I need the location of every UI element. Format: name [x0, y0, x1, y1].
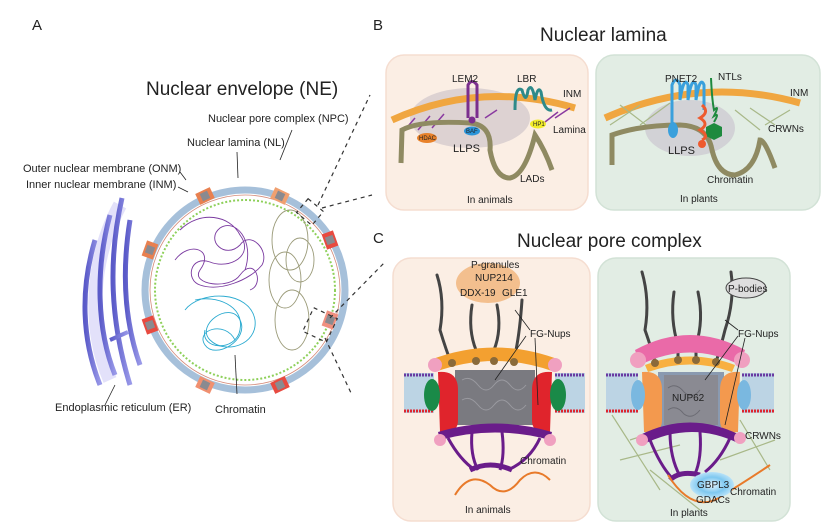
panel-a-letter: A: [32, 17, 42, 34]
label-pnet2: PNET2: [665, 74, 698, 85]
label-inm-b-plants: INM: [790, 88, 808, 99]
label-llps-b-plants: LLPS: [668, 145, 695, 157]
label-npc: Nuclear pore complex (NPC): [208, 113, 349, 125]
label-ddx19: DDX-19: [460, 288, 496, 299]
caption-c-animals: In animals: [465, 505, 511, 516]
chromatin-territory-olive: [268, 209, 315, 351]
label-chromatin-c-plants: Chromatin: [730, 487, 776, 498]
panel-b-letter: B: [373, 17, 383, 34]
label-lem2: LEM2: [452, 74, 479, 85]
label-lads: LADs: [520, 174, 544, 185]
label-chromatin-b: Chromatin: [707, 175, 753, 186]
label-inm: Inner nuclear membrane (INM): [26, 179, 176, 191]
caption-b-plants: In plants: [680, 194, 718, 205]
label-chromatin-c-animals: Chromatin: [520, 456, 566, 467]
nucleus: [141, 186, 349, 395]
label-chromatin: Chromatin: [215, 404, 266, 416]
label-nuclear-lamina: Nuclear lamina (NL): [187, 137, 285, 149]
label-fg-nups-plants: FG-Nups: [738, 329, 779, 340]
label-inm-b-animals: INM: [563, 89, 581, 100]
label-crwns-c: CRWNs: [745, 431, 781, 442]
panel-c-title: Nuclear pore complex: [517, 231, 702, 252]
label-gdacs: GDACs: [696, 495, 730, 506]
zoom-connectors: [295, 94, 386, 396]
label-gle1: GLE1: [502, 288, 528, 299]
leader-lines: [104, 129, 293, 406]
endoplasmic-reticulum: [82, 197, 152, 386]
panel-c-letter: C: [373, 230, 384, 247]
label-onm: Outer nuclear membrane (ONM): [23, 163, 181, 175]
label-p-granules: P-granules: [471, 260, 519, 271]
label-baf: BAF: [466, 129, 478, 135]
panel-b: B Nuclear lamina HDAC BAF HP1: [373, 17, 821, 211]
panel-c-plants: NUP62 GBPL3 P-bodies FG-Nups CRW: [597, 257, 791, 522]
label-er: Endoplasmic reticulum (ER): [55, 402, 191, 414]
label-nup214: NUP214: [475, 273, 513, 284]
label-lamina: Lamina: [553, 125, 586, 136]
chromatin-territory-cyan: [184, 295, 256, 351]
label-p-bodies: P-bodies: [728, 284, 767, 295]
panel-c: C Nuclear pore complex: [373, 230, 791, 522]
panel-b-plants: PNET2 NTLs INM CRWNs LLPS Chromatin In p…: [595, 54, 821, 211]
label-llps-b-animals: LLPS: [453, 143, 480, 155]
panel-b-animals: HDAC BAF HP1 LEM2 LBR INM Lamina LLPS LA…: [385, 54, 589, 211]
label-gbpl3: GBPL3: [697, 480, 730, 491]
label-crwns-b: CRWNs: [768, 124, 804, 135]
panel-a-title: Nuclear envelope (NE): [146, 79, 338, 100]
panel-a: A Nuclear envelope (NE): [23, 17, 386, 416]
panel-c-animals: P-granules NUP214 DDX-19 GLE1 FG-Nups Ch…: [392, 257, 591, 522]
label-ntls: NTLs: [718, 72, 742, 83]
caption-b-animals: In animals: [467, 195, 513, 206]
chromatin-territory-purple: [174, 216, 265, 291]
label-hp1: HP1: [533, 122, 545, 128]
label-hdac: HDAC: [419, 136, 437, 142]
caption-c-plants: In plants: [670, 508, 708, 519]
panel-b-title: Nuclear lamina: [540, 25, 667, 46]
label-lbr: LBR: [517, 74, 536, 85]
label-fg-nups-animals: FG-Nups: [530, 329, 571, 340]
label-nup62: NUP62: [672, 393, 705, 404]
